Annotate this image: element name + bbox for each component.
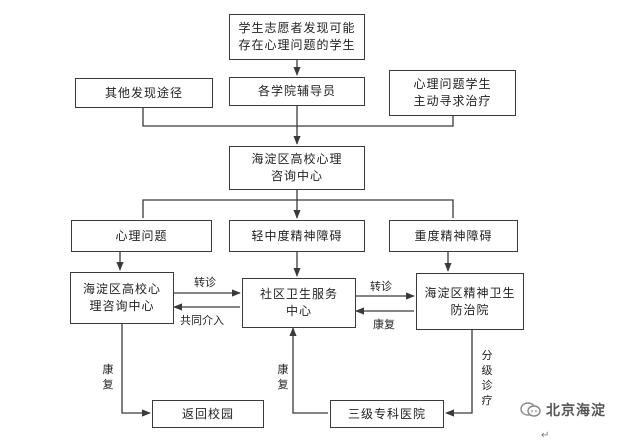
label-referral-1: 转诊 bbox=[194, 276, 216, 289]
node-psych-problem: 心理问题 bbox=[71, 220, 212, 252]
node-severe: 重度精神障碍 bbox=[389, 220, 518, 252]
label-tiered-treatment: 分 级 诊 疗 bbox=[481, 349, 493, 407]
edge-hospital-to-tertiary bbox=[445, 330, 473, 417]
watermark: 北京海淀 bbox=[520, 400, 606, 420]
edge-campus-to-return bbox=[121, 324, 151, 417]
node-counselors: 各学院辅导员 bbox=[229, 77, 365, 106]
watermark-text: 北京海淀 bbox=[546, 403, 606, 419]
node-return-campus: 返回校园 bbox=[152, 400, 264, 428]
label-recovery-left: 康 复 bbox=[102, 363, 114, 391]
node-campus-center: 海淀区高校心 理咨询中心 bbox=[70, 272, 174, 324]
edge-split-left bbox=[142, 199, 454, 218]
node-tertiary-hospital: 三级专科医院 bbox=[330, 400, 444, 428]
label-recovery-mid: 康复 bbox=[373, 318, 395, 331]
text-cursor-icon: ↵ bbox=[541, 430, 550, 441]
label-referral-2: 转诊 bbox=[370, 280, 392, 293]
node-self-help: 心理问题学生 主动寻求治疗 bbox=[389, 70, 516, 116]
edge-self-merge bbox=[297, 116, 454, 127]
node-haidian-center: 海淀区高校心理 咨询中心 bbox=[229, 146, 365, 190]
wechat-bubble-icon bbox=[520, 402, 541, 417]
node-mild-moderate: 轻中度精神障碍 bbox=[229, 220, 365, 252]
node-student-found: 学生志愿者发现可能 存在心理问题的学生 bbox=[229, 14, 365, 60]
label-joint-intervention: 共同介入 bbox=[180, 314, 224, 327]
node-other-channels: 其他发现途径 bbox=[75, 78, 213, 108]
node-mental-hospital: 海淀区精神卫生 防治院 bbox=[416, 273, 524, 330]
label-recovery-bottom: 康 复 bbox=[277, 363, 289, 391]
node-community-service: 社区卫生服务 中心 bbox=[242, 278, 356, 328]
edge-tertiary-to-community bbox=[289, 327, 328, 414]
edge-other-merge bbox=[142, 108, 297, 127]
